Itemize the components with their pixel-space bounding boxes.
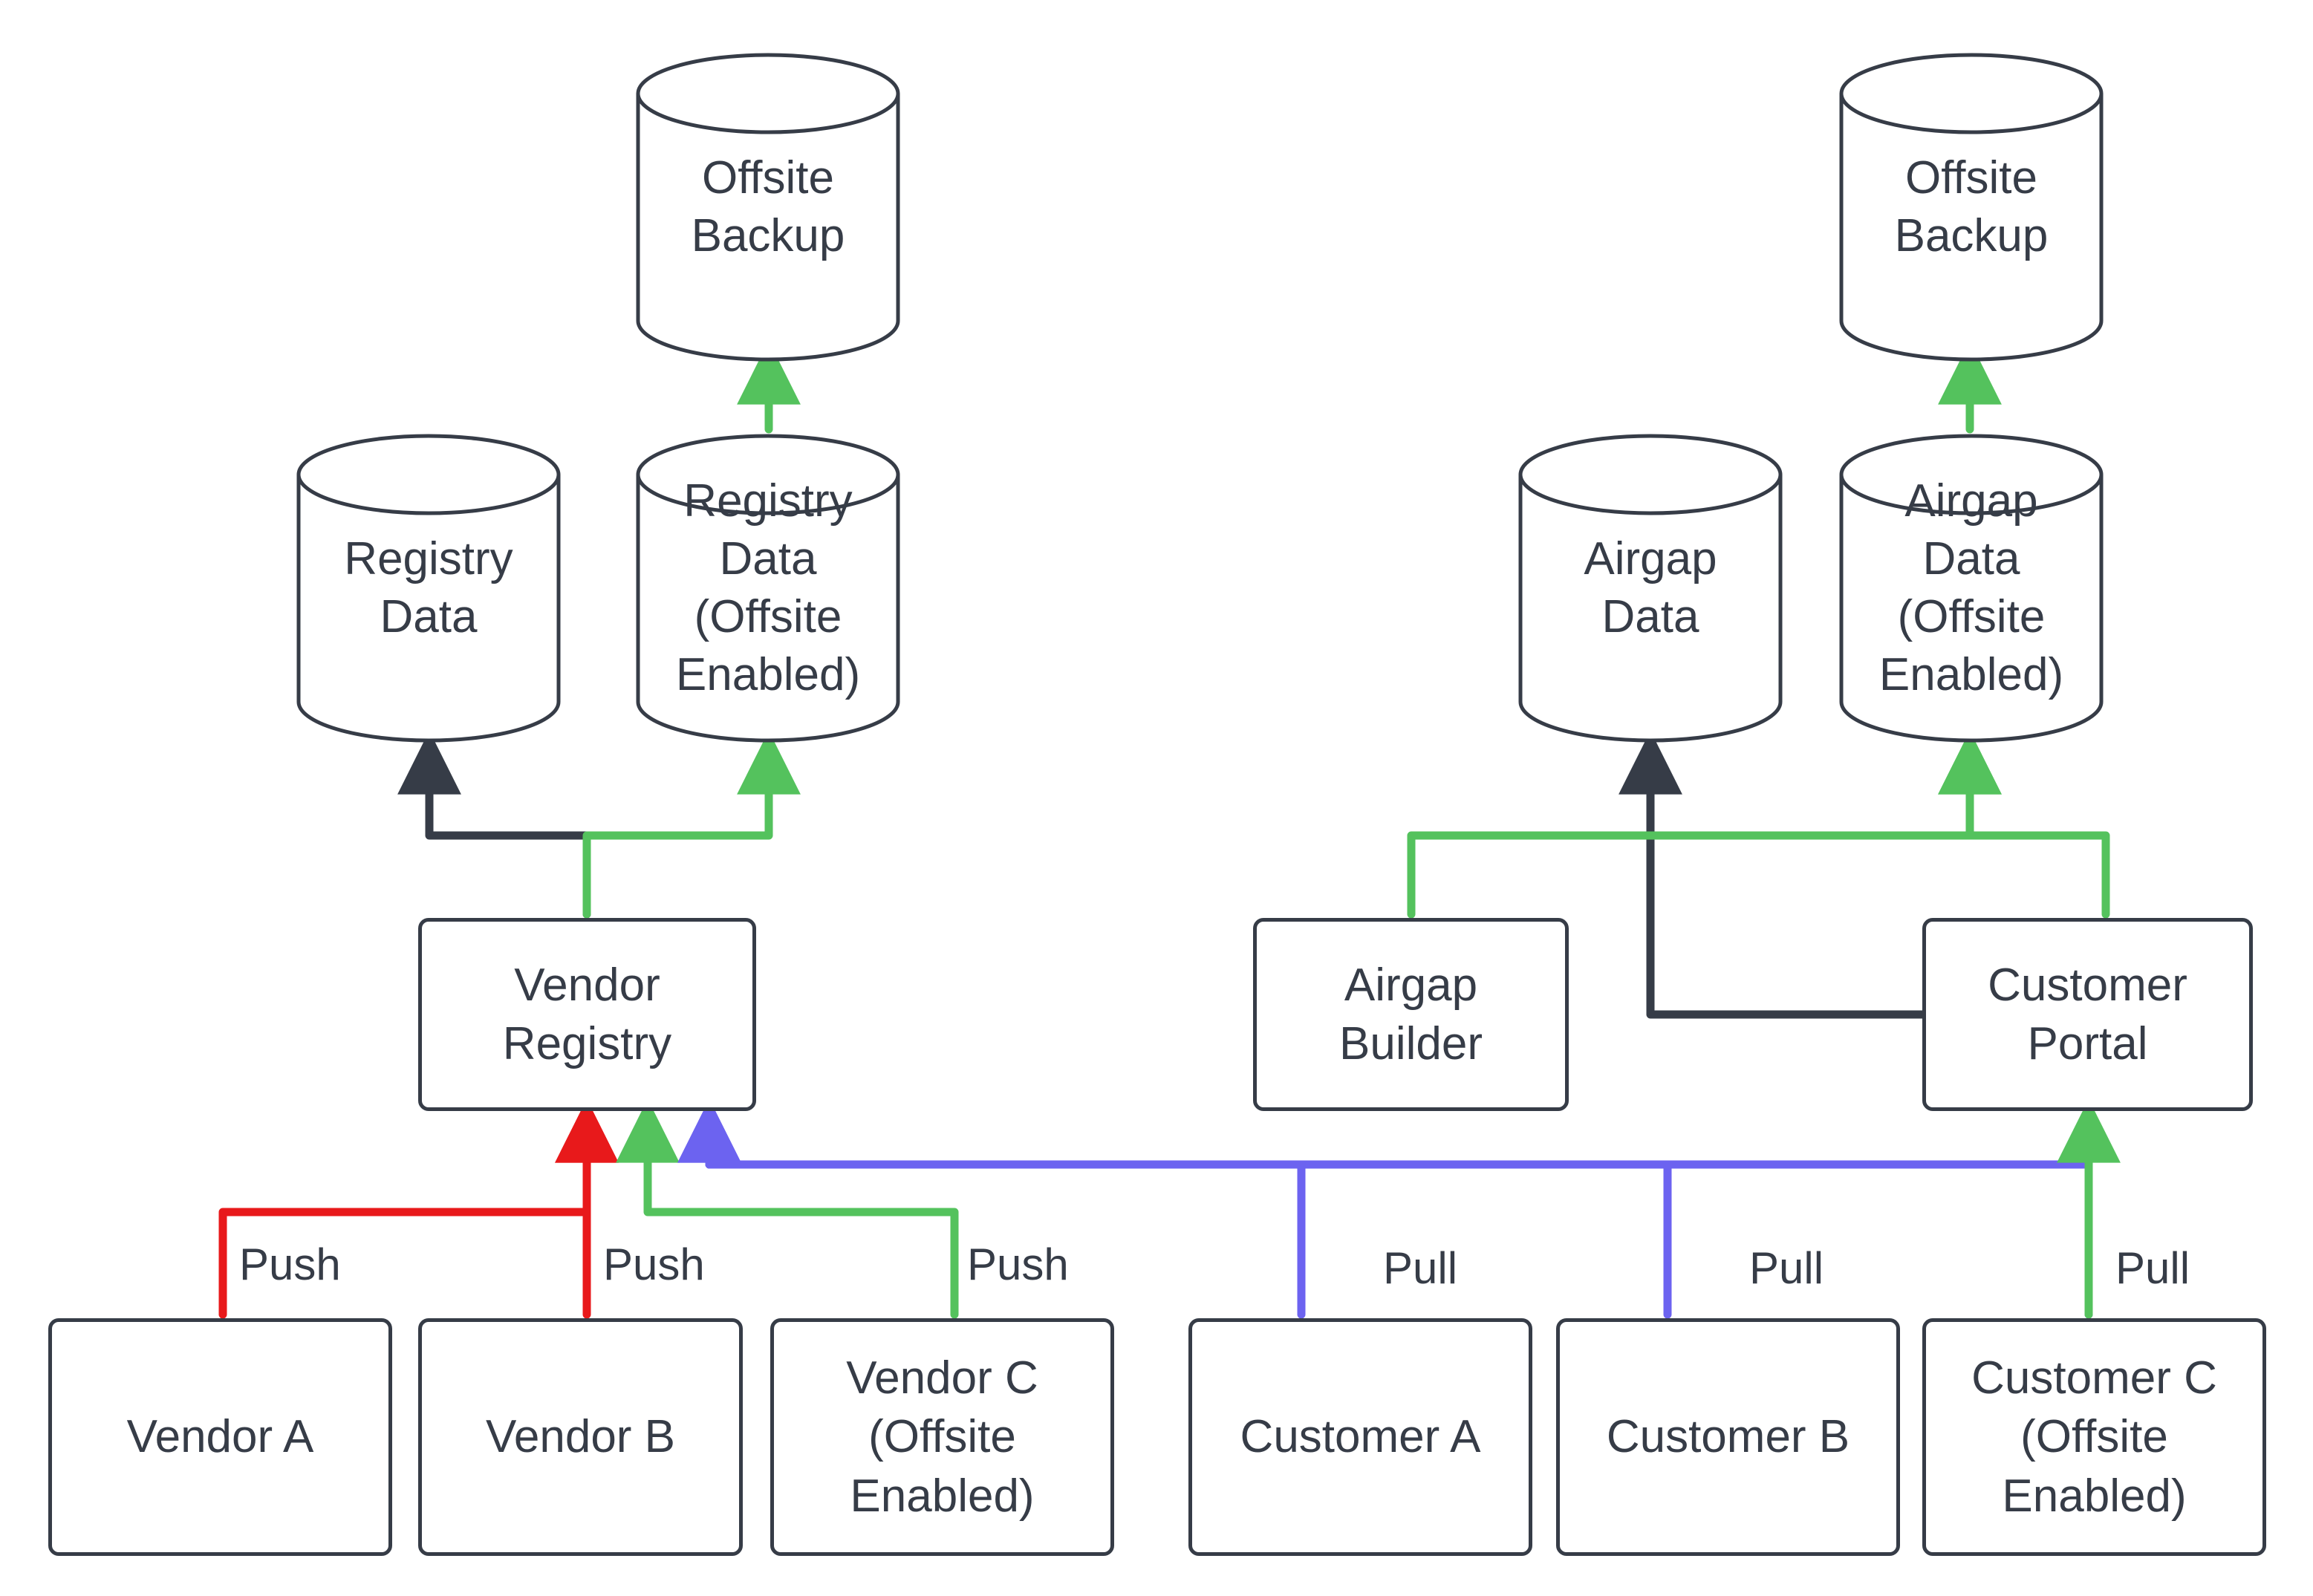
node-label: Offsite Backup — [1894, 152, 2049, 261]
cylinder-shape — [296, 434, 561, 743]
node-registry-data[interactable]: Registry Data — [296, 433, 562, 743]
node-label: Registry Data — [344, 532, 513, 642]
edge-label-vendor-a-push: Push — [239, 1240, 341, 1289]
edge-label-customer-c-pull: Pull — [2115, 1243, 2190, 1293]
node-vendor-b[interactable]: Vendor B — [418, 1318, 743, 1556]
cylinder-shape — [1839, 434, 2104, 743]
edge-customer-portal-to-airgap-data — [1619, 730, 1927, 1019]
node-vendor-a[interactable]: Vendor A — [48, 1318, 392, 1556]
node-label: Vendor B — [485, 1411, 676, 1463]
edge-vendor-c-to-vendor-registry — [616, 1098, 959, 1319]
edge-label-vendor-c-push: Push — [967, 1240, 1069, 1289]
node-label: Customer A — [1240, 1411, 1481, 1463]
node-customer-a[interactable]: Customer A — [1188, 1318, 1532, 1556]
edge-vendor-registry-to-registry-data-offsite — [582, 730, 801, 919]
edge-label-customer-b-pull: Pull — [1749, 1243, 1824, 1293]
cylinder-shape — [1839, 53, 2104, 362]
node-label: Vendor C (Offsite Enabled) — [846, 1352, 1038, 1522]
node-label: Customer B — [1606, 1411, 1850, 1463]
node-label: Customer C (Offsite Enabled) — [1971, 1352, 2217, 1522]
cylinder-shape — [1518, 434, 1783, 743]
node-label: Vendor A — [126, 1411, 314, 1463]
node-label: Offsite Backup — [691, 152, 845, 261]
edge-label-customer-a-pull: Pull — [1383, 1243, 1458, 1293]
node-registry-data-offsite[interactable]: Registry Data (Offsite Enabled) — [635, 433, 901, 743]
node-airgap-builder[interactable]: Airgap Builder — [1253, 918, 1569, 1111]
node-label: Airgap Data — [1584, 532, 1717, 642]
node-label: Airgap Builder — [1339, 959, 1483, 1069]
node-label: Customer Portal — [1988, 959, 2187, 1069]
node-vendor-c[interactable]: Vendor C (Offsite Enabled) — [770, 1318, 1114, 1556]
edge-airgap-builder-to-airgap-data-offsite — [1407, 730, 2002, 919]
node-customer-b[interactable]: Customer B — [1556, 1318, 1900, 1556]
node-customer-c[interactable]: Customer C (Offsite Enabled) — [1922, 1318, 2266, 1556]
node-label: Vendor Registry — [502, 959, 672, 1069]
node-airgap-data[interactable]: Airgap Data — [1517, 433, 1783, 743]
node-airgap-data-offsite[interactable]: Airgap Data (Offsite Enabled) — [1838, 433, 2104, 743]
edge-vendor-registry-to-registry-data — [397, 730, 591, 919]
node-customer-portal[interactable]: Customer Portal — [1922, 918, 2253, 1111]
edge-label-vendor-b-push: Push — [603, 1240, 705, 1289]
node-label: Airgap Data (Offsite Enabled) — [1878, 475, 2064, 701]
node-vendor-registry[interactable]: Vendor Registry — [418, 918, 756, 1111]
edge-customer-portal-to-airgap-data-offsite — [1938, 730, 2110, 919]
cylinder-shape — [636, 434, 900, 743]
cylinder-shape — [636, 53, 900, 362]
node-label: Registry Data (Offsite Enabled) — [675, 475, 861, 701]
node-offsite-backup-right[interactable]: Offsite Backup — [1838, 52, 2104, 362]
node-offsite-backup-left[interactable]: Offsite Backup — [635, 52, 901, 362]
